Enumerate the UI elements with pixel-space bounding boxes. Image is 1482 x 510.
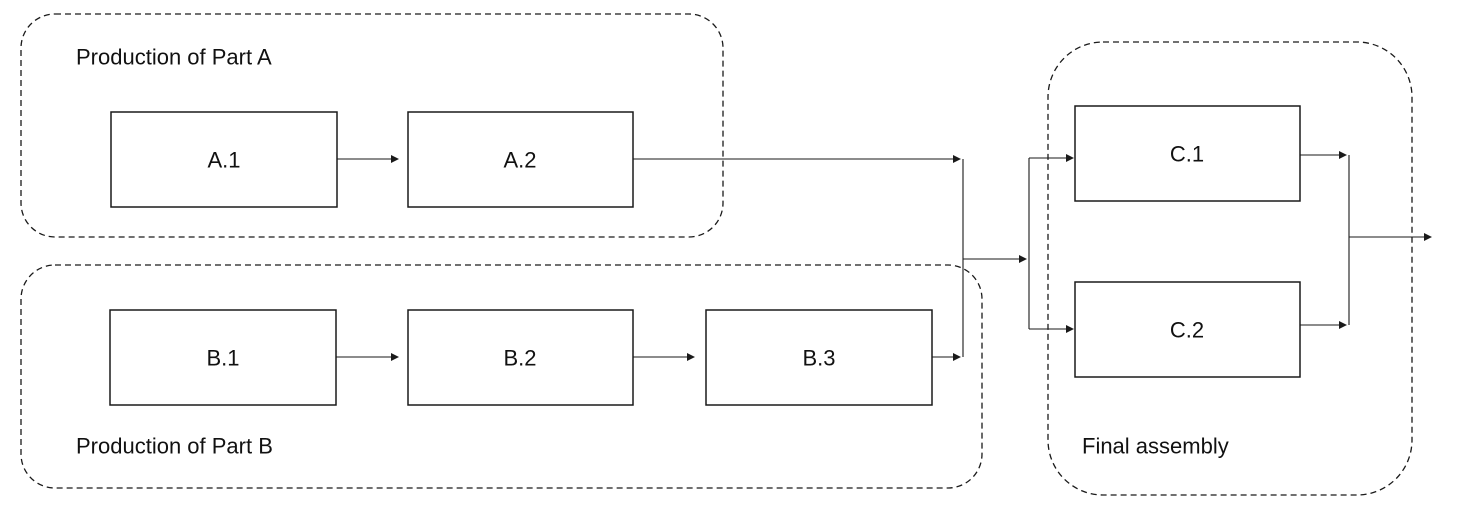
- step-a1-label: A.1: [207, 148, 240, 173]
- arrow-b2-to-b3-head: [687, 353, 695, 361]
- arrow-a2-to-merge-head: [953, 155, 961, 163]
- step-b1-box: [109, 309, 337, 406]
- step-b3-label: B.3: [802, 346, 835, 371]
- output-arrow-head: [1424, 233, 1432, 241]
- step-b2-label: B.2: [503, 346, 536, 371]
- group-part-a-frame: [20, 13, 724, 238]
- step-b3-box: [705, 309, 933, 406]
- arrow-b1-to-b2-head: [391, 353, 399, 361]
- step-b1-label: B.1: [206, 346, 239, 371]
- step-a1-box: [110, 111, 338, 208]
- group-part-b-frame: [20, 264, 983, 489]
- arrow-split-to-c2-head: [1066, 325, 1074, 333]
- group-part-a-label: Production of Part A: [76, 45, 272, 70]
- step-c2-label: C.2: [1170, 318, 1204, 343]
- step-c1-box: [1074, 105, 1301, 202]
- arrow-c1-to-join-head: [1339, 151, 1347, 159]
- merge-to-split-head: [1019, 255, 1027, 263]
- step-c1-label: C.1: [1170, 142, 1204, 167]
- step-a2-label: A.2: [503, 148, 536, 173]
- arrow-b3-to-merge-head: [953, 353, 961, 361]
- step-c2-box: [1074, 281, 1301, 378]
- step-b2-box: [407, 309, 634, 406]
- group-final-assembly-label: Final assembly: [1082, 434, 1229, 459]
- arrow-split-to-c1-head: [1066, 154, 1074, 162]
- group-part-b-label: Production of Part B: [76, 434, 273, 459]
- arrow-a1-to-a2-head: [391, 155, 399, 163]
- group-final-assembly-frame: [1047, 41, 1413, 496]
- arrow-c2-to-join-head: [1339, 321, 1347, 329]
